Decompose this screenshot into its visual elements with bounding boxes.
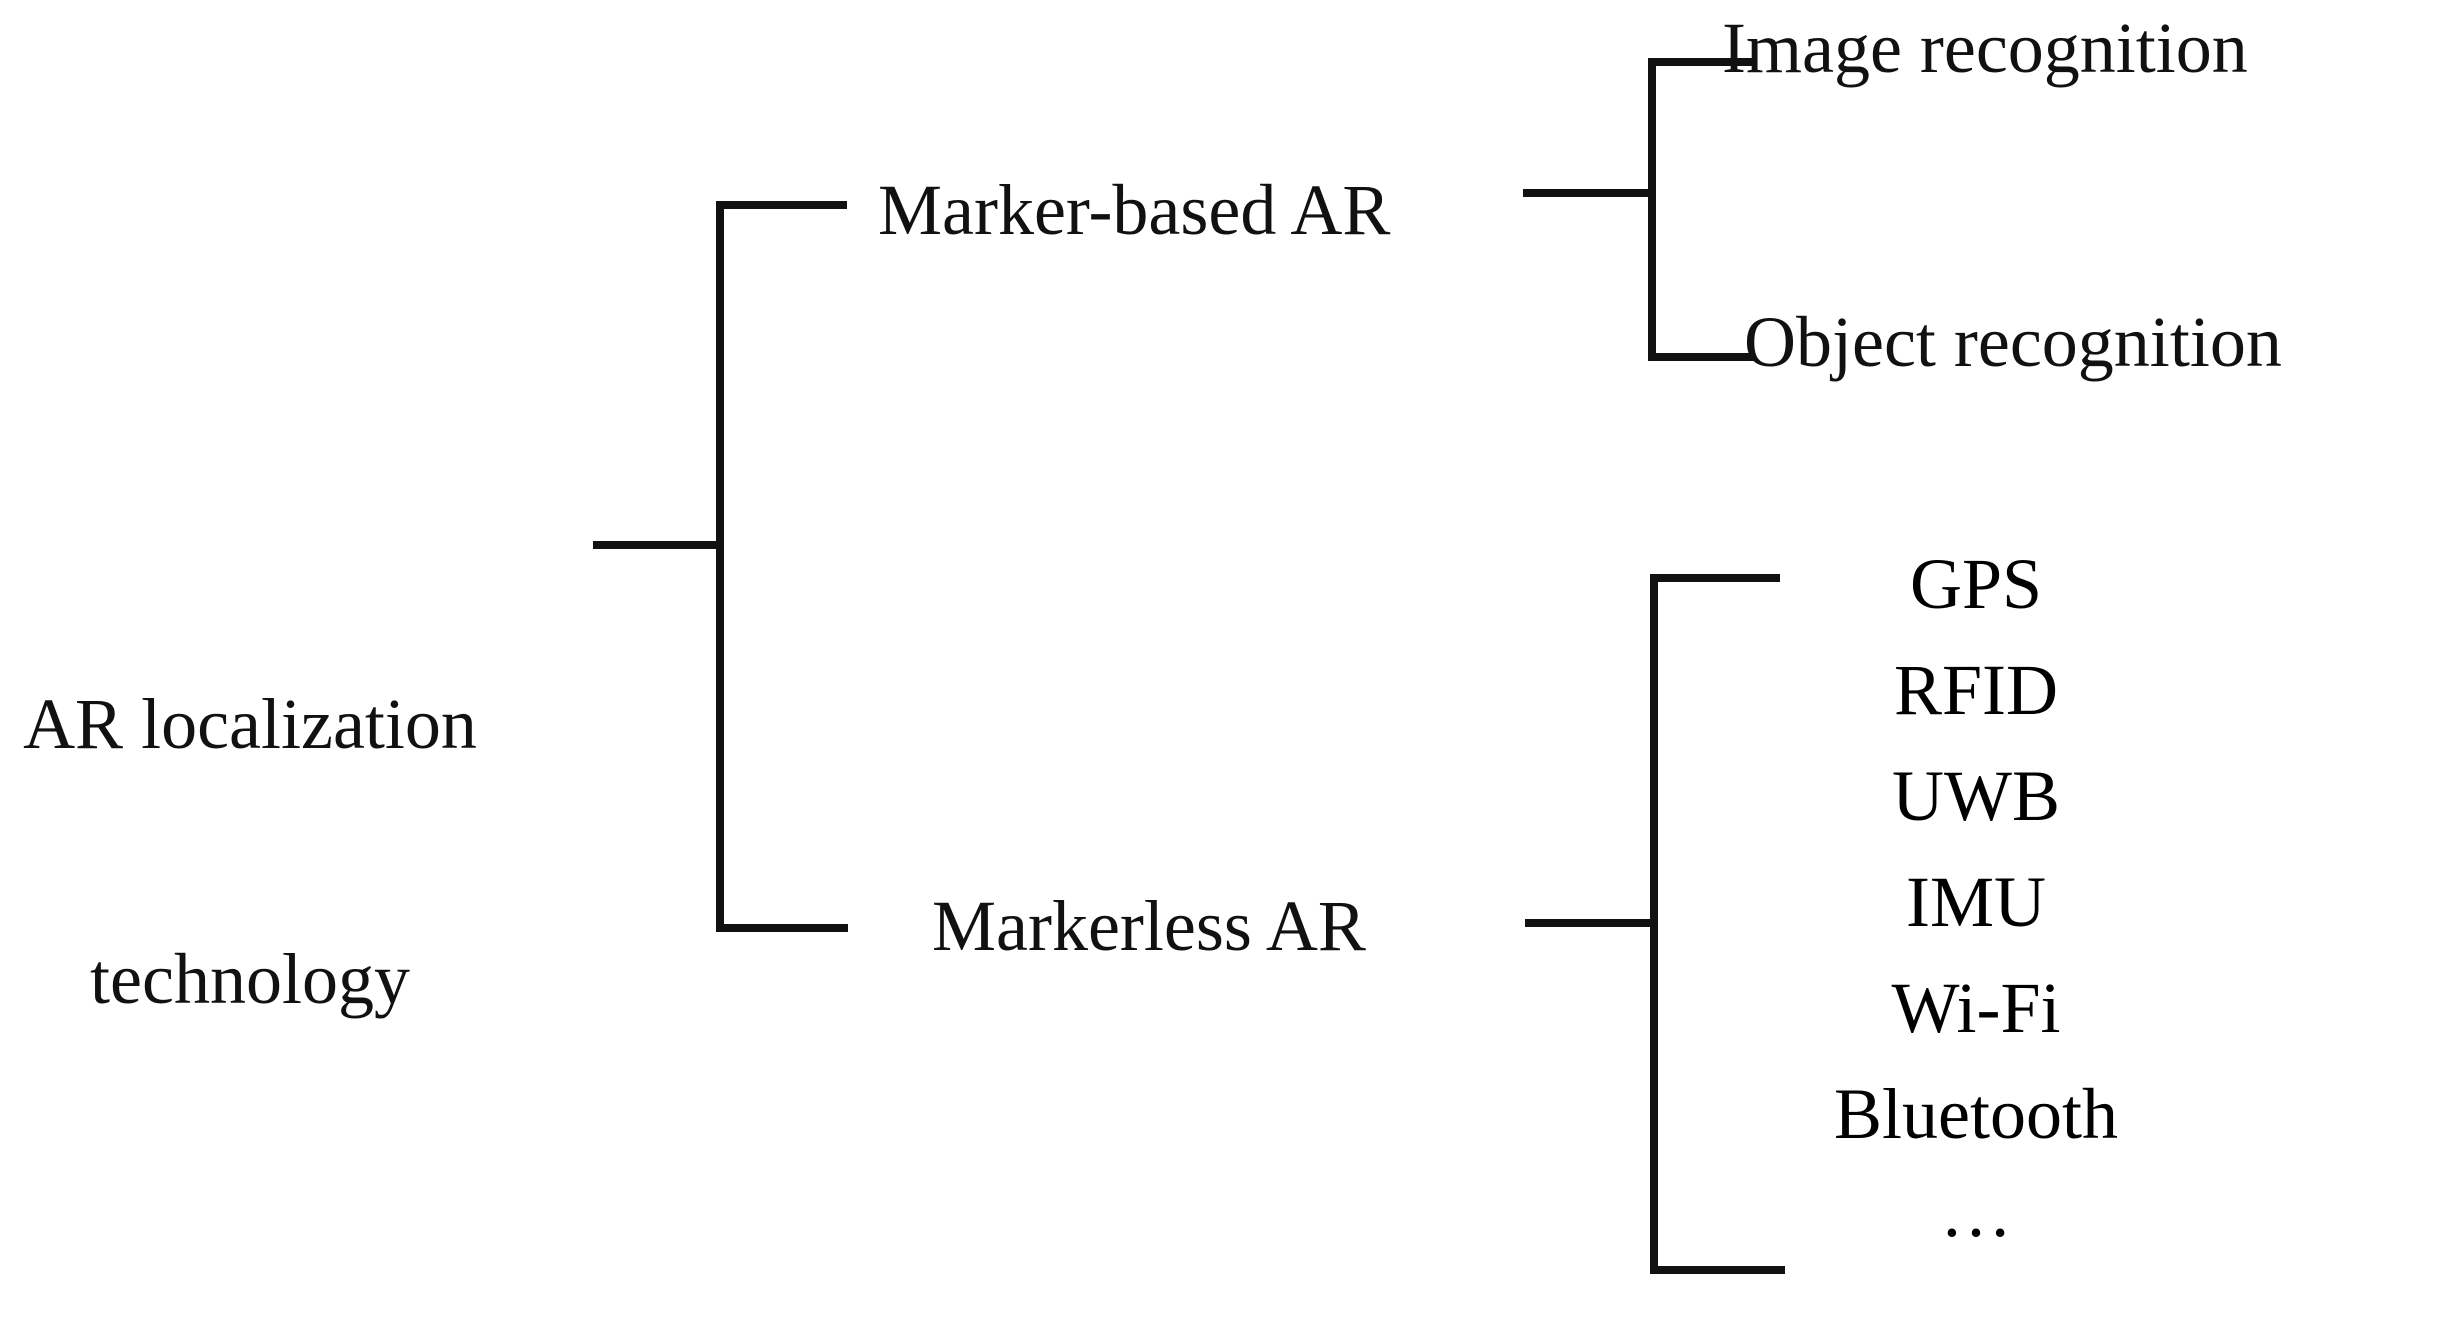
node-markerless-ar: Markerless AR — [932, 886, 1366, 966]
leaf-item-gps: GPS — [1909, 544, 2043, 624]
connector-markerless-stub — [1525, 919, 1658, 927]
node-image-recognition: Image recognition — [1722, 8, 2248, 88]
connector-marker-based-subtrunk — [1648, 58, 1656, 361]
leaf-item-imu: IMU — [1906, 862, 2046, 942]
connector-marker-based-stub — [1523, 189, 1656, 197]
leaf-item-rfid: RFID — [1893, 650, 2059, 730]
leaf-item-wifi: Wi-Fi — [1891, 968, 2061, 1048]
connector-trunk-to-markerless — [716, 924, 848, 932]
node-root-line1: AR localization — [23, 683, 477, 764]
connector-markerless-subtrunk — [1650, 574, 1658, 1274]
connector-to-image-recognition — [1648, 58, 1755, 66]
connector-root-stub — [593, 541, 724, 549]
leaf-item-uwb: UWB — [1892, 756, 2060, 836]
connector-markerless-bottom-bracket — [1650, 1266, 1785, 1274]
connector-main-trunk — [716, 201, 724, 932]
markerless-leaf-list: GPS RFID UWB IMU Wi-Fi Bluetooth … — [1790, 548, 2162, 1248]
node-object-recognition: Object recognition — [1744, 302, 2282, 382]
connector-trunk-to-marker-based — [716, 201, 847, 209]
leaf-item-ellipsis: … — [1940, 1172, 2026, 1252]
leaf-item-bluetooth: Bluetooth — [1834, 1074, 2118, 1154]
connector-markerless-top-bracket — [1650, 574, 1780, 582]
node-root: AR localization technology — [0, 512, 500, 1192]
connector-to-object-recognition — [1648, 353, 1755, 361]
node-root-line2: technology — [90, 938, 410, 1019]
node-marker-based-ar: Marker-based AR — [878, 170, 1391, 250]
